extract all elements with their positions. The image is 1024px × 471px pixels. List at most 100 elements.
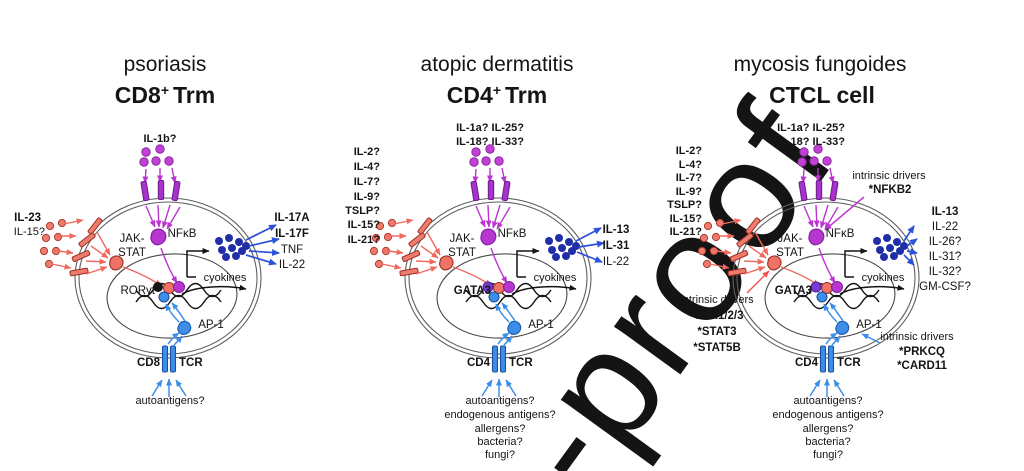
left-stimulus-label: IL-2? [354,146,381,158]
tf-label-roryt: RORγt [121,285,156,297]
output-label: IL-22 [279,259,305,271]
panel3-extras [746,196,918,344]
tf-blob-gata3 [482,281,494,293]
output-label: IL-17F [275,228,309,240]
jak-stat-label: STAT [448,247,476,259]
cytokines-label: cyokines [862,272,905,284]
disease-title-psoriasis: psoriasis [124,53,207,76]
left-stimulus-label: IL-7? [354,176,381,188]
output-arrows [245,224,280,266]
left-stimulus-label: IL-15? [348,219,381,231]
left-stimulus-label: L-4? [679,159,703,171]
nfkb-label: NFκB [498,228,527,240]
tf-blob-roryt [153,282,163,292]
left-stimulus-label: IL-9? [676,186,703,198]
bottom-stimulus-label: autoantigens? [465,395,534,407]
top-stimulus-label: IL-18? IL-33? [456,136,524,148]
intrinsic-jakstat-arrow [746,270,770,294]
disease-title-atopic-dermatitis: atopic dermatitis [421,53,574,76]
nfkb-label: NFκB [826,228,855,240]
panel1-extras [153,224,280,292]
bottom-stimulus-label: autoantigens? [793,395,862,407]
jak-stat-label: STAT [118,247,146,259]
left-stimulus-label: IL-7? [676,172,703,184]
tf-blob-gata3 [810,281,822,293]
cell-type-title: CTCL cell [769,82,875,108]
top-stimulus-label: IL-1a? IL-25? [456,122,524,134]
output-arrows [903,225,918,266]
ap1-label: AP-1 [856,319,882,331]
coreceptor-label: CD4 [467,357,491,369]
panel2-extras [482,227,605,293]
coreceptor-label: CD8 [137,357,161,369]
intrinsic-driver-gene: *STAT5B [693,342,741,354]
tcr-label: TCR [837,357,861,369]
output-label: IL-22 [603,256,629,268]
bottom-stimulus-label: endogenous antigens? [772,409,883,421]
output-label: IL-31 [603,240,630,252]
cytokines-label: cyokines [534,272,577,284]
cell-superscript: + [493,82,501,98]
left-stimulus-label: IL-15? [670,213,703,225]
left-stimulus-label: IL-21? [348,234,381,246]
left-stimulus-label: IL-15? [14,226,45,238]
output-label: IL-32? [929,266,962,278]
top-stimulus-label: IL-1b? [144,133,177,145]
bottom-stimulus-label: allergens? [803,423,854,435]
cell-name: CD4 [447,82,493,108]
intrinsic-driver-gene: *STAT3 [697,326,736,338]
output-label: IL-13 [932,206,959,218]
output-label: IL-17A [274,212,309,224]
jak-stat-label: JAK- [450,233,475,245]
tcr-label: TCR [509,357,533,369]
jak-stat-label: STAT [776,247,804,259]
ap1-label: AP-1 [528,319,554,331]
cell-suffix: Trm [505,82,547,108]
bottom-stimulus-label: autoantigens? [135,395,204,407]
tf-label-gata3: GATA3 [775,285,812,297]
intrinsic-driver-gene: *CARD11 [897,360,947,372]
intrinsic-drivers-jakstat-label: intrinsic drivers [680,294,754,306]
jak-stat-label: JAK- [778,233,803,245]
left-stimulus-label: IL-9? [354,191,381,203]
cytokines-label: cyokines [204,272,247,284]
output-label: IL-26? [929,236,962,248]
bottom-stimulus-label: endogenous antigens? [444,409,555,421]
intrinsic-drivers-nfkb-label: intrinsic drivers [852,170,926,182]
cell-type-title: CD8+Trm [115,82,215,108]
bottom-stimulus-label: bacteria? [477,436,522,448]
left-stimulus-label: IL-23 [14,212,41,224]
output-label: IL-22 [932,221,958,233]
intrinsic-nfkb-arrow [824,196,865,231]
output-label: IL-13 [603,224,630,236]
output-label: IL-31? [929,251,962,263]
left-stimulus-label: TSLP? [345,205,380,217]
intrinsic-driver-gene: *PRKCQ [899,346,945,358]
top-stimulus-label: IL-18? IL-33? [777,136,845,148]
left-stimulus-label: TSLP? [667,199,702,211]
left-stimulus-label: IL-4? [354,161,381,173]
cell-type-title: CD4+Trm [447,82,547,108]
intrinsic-driver-gene: *JAK1/2/3 [690,310,743,322]
bottom-stimulus-label: fungi? [813,449,843,461]
bottom-stimulus-label: bacteria? [805,436,850,448]
tf-label-gata3: GATA3 [454,285,491,297]
cell-name: CTCL cell [769,82,875,108]
left-stimulus-label: IL-2? [676,145,703,157]
jak-stat-label: JAK- [120,233,145,245]
top-stimulus-label: IL-1a? IL-25? [777,122,845,134]
intrinsic-driver-gene: *NFKB2 [869,184,912,196]
intrinsic-drivers-tcr-label: intrinsic drivers [880,331,954,343]
output-label: TNF [281,244,303,256]
coreceptor-label: CD4 [795,357,819,369]
bottom-stimulus-label: allergens? [475,423,526,435]
nfkb-label: NFκB [168,228,197,240]
disease-title-mycosis-fungoides: mycosis fungoides [734,53,907,76]
tcr-label: TCR [179,357,203,369]
cell-superscript: + [161,82,169,98]
cell-suffix: Trm [173,82,215,108]
intrinsic-tcr-arrow [861,333,881,344]
output-arrows [575,227,605,263]
